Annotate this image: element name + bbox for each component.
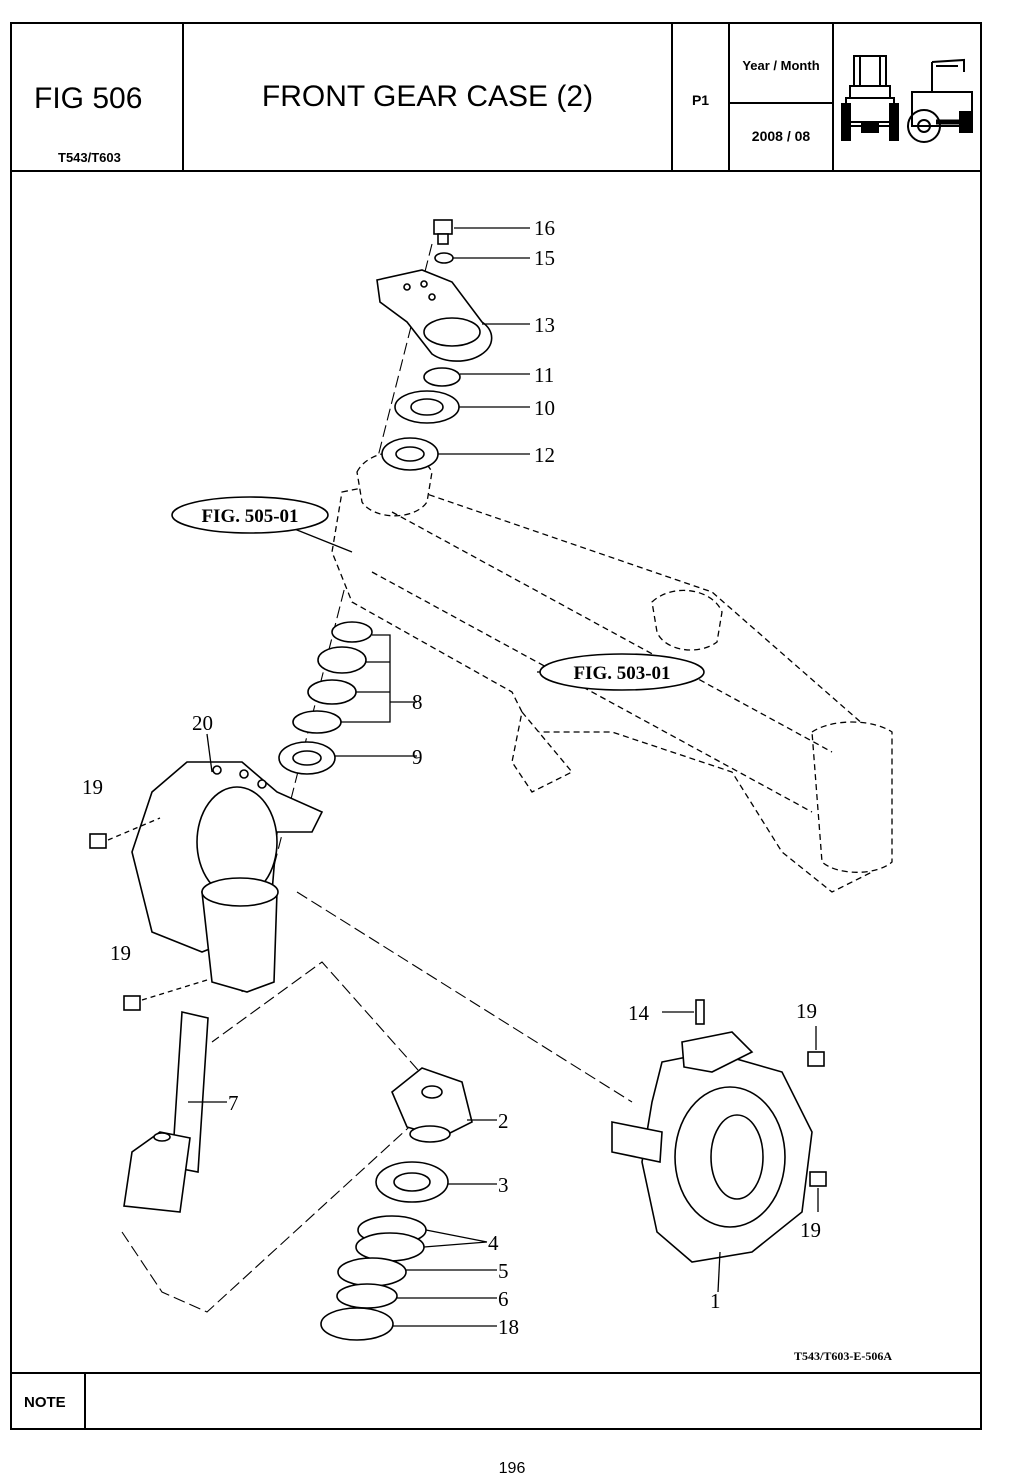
- part-19-plug-b: [123, 995, 141, 1011]
- ref-fig-503-01[interactable]: FIG. 503-01: [539, 653, 705, 691]
- part-6-snap-ring: [336, 1283, 398, 1309]
- callout-18: 18: [498, 1315, 519, 1339]
- alignment-line-upper: [241, 243, 433, 993]
- part-3-bearing: [375, 1161, 449, 1203]
- callout-19-c: 19: [796, 999, 817, 1023]
- gear-assembly-boundary: [121, 961, 443, 1313]
- callout-7: 7: [228, 1091, 239, 1115]
- part-8-rings: [292, 621, 373, 734]
- page-code: P1: [691, 92, 710, 108]
- part-10-seal: [394, 390, 460, 424]
- exploded-diagram: FIG. 505-01 FIG. 503-01 16 15 13 11 10 1…: [12, 172, 980, 1370]
- part-12-bearing: [381, 437, 439, 471]
- part-7-shaft: [123, 1011, 209, 1213]
- callout-11: 11: [534, 363, 554, 387]
- part-5-ring: [337, 1257, 407, 1287]
- tractor-icon: [841, 55, 973, 143]
- part-9-bearing: [278, 741, 336, 775]
- part-2-bevel-gear: [391, 1067, 473, 1143]
- model-code: T543/T603: [58, 150, 121, 165]
- callout-1: 1: [710, 1289, 721, 1313]
- callout-4: 4: [488, 1231, 499, 1255]
- part-4-shims: [355, 1215, 427, 1262]
- part-13-cover: [376, 269, 493, 362]
- part-18-seal: [320, 1307, 394, 1341]
- callout-10: 10: [534, 396, 555, 420]
- year-month-value: 2008 / 08: [751, 128, 811, 144]
- part-19-plug-c: [807, 1051, 825, 1067]
- callout-2: 2: [498, 1109, 509, 1133]
- part-20-upper-housing: [131, 761, 324, 993]
- note-label-cell: NOTE: [12, 1374, 86, 1430]
- note-row: NOTE: [12, 1372, 980, 1430]
- part-15-washer: [434, 252, 454, 264]
- callout-3: 3: [498, 1173, 509, 1197]
- year-month-label: Year / Month: [742, 58, 820, 73]
- ref-label-505: FIG. 505-01: [201, 506, 298, 527]
- header: FIG 506 T543/T603 FRONT GEAR CASE (2) P1…: [12, 24, 980, 172]
- part-16-bolt: [433, 219, 453, 245]
- callout-13: 13: [534, 313, 555, 337]
- callout-19-a: 19: [82, 775, 103, 799]
- part-19-plug-d: [809, 1171, 827, 1187]
- ref-fig-505-01[interactable]: FIG. 505-01: [171, 496, 329, 534]
- callout-9: 9: [412, 745, 423, 769]
- date-cell: Year / Month 2008 / 08: [730, 24, 834, 170]
- parts-drawing: FIG. 505-01 FIG. 503-01 16 15 13 11 10 1…: [82, 216, 893, 1363]
- alignment-line-lower: [296, 891, 633, 1103]
- callout-14: 14: [628, 1001, 650, 1025]
- page-number: 196: [498, 1460, 526, 1477]
- callout-6: 6: [498, 1287, 509, 1311]
- drawing-code: T543/T603-E-506A: [794, 1349, 892, 1363]
- fig-number: FIG 506: [34, 82, 143, 115]
- leader-lines: [107, 227, 819, 1327]
- callout-5: 5: [498, 1259, 509, 1283]
- title-cell: FRONT GEAR CASE (2): [184, 24, 673, 170]
- callout-8: 8: [412, 690, 423, 714]
- fig-cell: FIG 506 T543/T603: [12, 24, 184, 170]
- part-19-plug-a: [89, 833, 107, 849]
- part-1-lower-housing: [611, 1031, 813, 1263]
- callout-20: 20: [192, 711, 213, 735]
- date-divider: [730, 102, 832, 104]
- callout-16: 16: [534, 216, 555, 240]
- part-14-pin: [695, 999, 705, 1025]
- ref-label-503: FIG. 503-01: [573, 663, 670, 684]
- page-frame: FIG 506 T543/T603 FRONT GEAR CASE (2) P1…: [10, 22, 982, 1430]
- callout-19-b: 19: [110, 941, 131, 965]
- part-11-ring: [423, 367, 461, 387]
- page-title: FRONT GEAR CASE (2): [261, 80, 594, 113]
- note-label: NOTE: [24, 1394, 66, 1411]
- page-cell: P1: [673, 24, 730, 170]
- tractor-cell: [834, 24, 980, 170]
- callout-19-d: 19: [800, 1218, 821, 1242]
- callout-12: 12: [534, 443, 555, 467]
- callout-15: 15: [534, 246, 555, 270]
- callouts: 16 15 13 11 10 12 8 9 20 19 19 7 2 3 4 5…: [82, 216, 821, 1339]
